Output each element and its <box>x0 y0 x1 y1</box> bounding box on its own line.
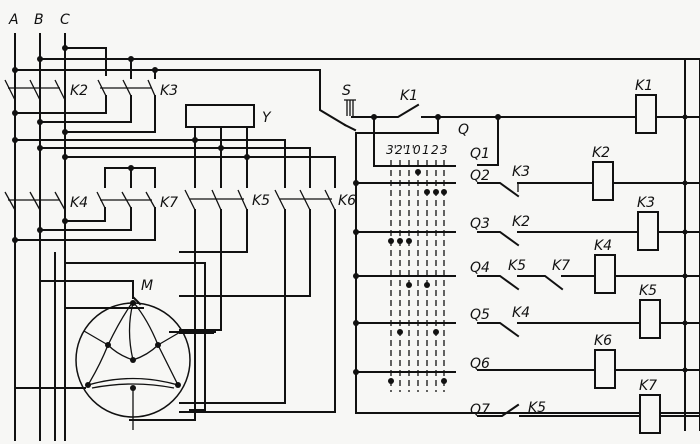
contactor-k2-k3: K2 K3 <box>4 79 178 135</box>
label-q2: Q2 <box>470 168 490 184</box>
label-k1-contact: K1 <box>400 88 418 104</box>
label-q3: Q3 <box>470 216 490 232</box>
motor-wiring <box>14 220 216 441</box>
coil-k3 <box>637 211 659 251</box>
label-coil-k7: K7 <box>639 378 657 394</box>
label-y: Y <box>262 110 272 126</box>
label-coil-k6: K6 <box>594 333 612 349</box>
selector-pos-1: 1 <box>422 143 430 157</box>
label-k7-power: K7 <box>160 195 178 211</box>
coil-k1 <box>635 94 657 134</box>
selector-pos-2: 2 <box>431 143 439 157</box>
selector-pos-3p: 3' <box>386 143 397 157</box>
label-k3-power: K3 <box>160 83 178 99</box>
label-q7-contact-k5: K5 <box>528 400 546 416</box>
coil-k2 <box>592 161 614 201</box>
motor-m: M <box>75 278 191 430</box>
label-coil-k4: K4 <box>594 238 612 254</box>
label-q5-contact-k4: K4 <box>512 305 530 321</box>
label-coil-k1: K1 <box>635 78 653 94</box>
label-k6-power: K6 <box>338 193 356 209</box>
phase-label-c: C <box>60 12 70 28</box>
phase-label-b: B <box>34 12 44 28</box>
phase-label-a: A <box>8 12 19 28</box>
label-coil-k5: K5 <box>639 283 657 299</box>
label-q3-contact-k2: K2 <box>512 214 530 230</box>
brake-y: Y <box>12 104 336 188</box>
contactor-k5-k6: K5 K6 <box>129 189 356 421</box>
selector-pos-1p: 1' <box>404 143 415 157</box>
label-q7: Q7 <box>470 402 490 418</box>
label-q5: Q5 <box>470 307 490 323</box>
label-q6: Q6 <box>470 356 490 372</box>
label-coil-k2: K2 <box>592 145 610 161</box>
label-selector-q: Q <box>458 122 469 138</box>
label-q4-contact-k7: K7 <box>552 258 570 274</box>
coil-k7 <box>639 394 661 434</box>
coil-k5 <box>639 299 661 339</box>
coil-k4 <box>594 254 616 294</box>
label-k2-power: K2 <box>70 83 88 99</box>
label-stop-button: S <box>342 83 351 99</box>
contactor-k4-k7: K4 K7 <box>4 165 178 243</box>
label-coil-k3: K3 <box>637 195 655 211</box>
coil-k6 <box>594 349 616 389</box>
selector-pos-0: 0 <box>413 143 421 157</box>
label-q2-contact-k3: K3 <box>512 164 530 180</box>
selector-pos-2p: 2' <box>395 143 406 157</box>
label-k5-power: K5 <box>252 193 270 209</box>
label-q4: Q4 <box>470 260 490 276</box>
label-q4-contact-k5: K5 <box>508 258 526 274</box>
label-q1: Q1 <box>470 146 490 162</box>
label-k4-power: K4 <box>70 195 88 211</box>
control-circuit: S K1 Q 3' 2' 1' 0 1 2 3 Q1 <box>342 58 700 434</box>
selector-pos-3: 3 <box>440 143 448 157</box>
label-m: M <box>141 278 153 294</box>
